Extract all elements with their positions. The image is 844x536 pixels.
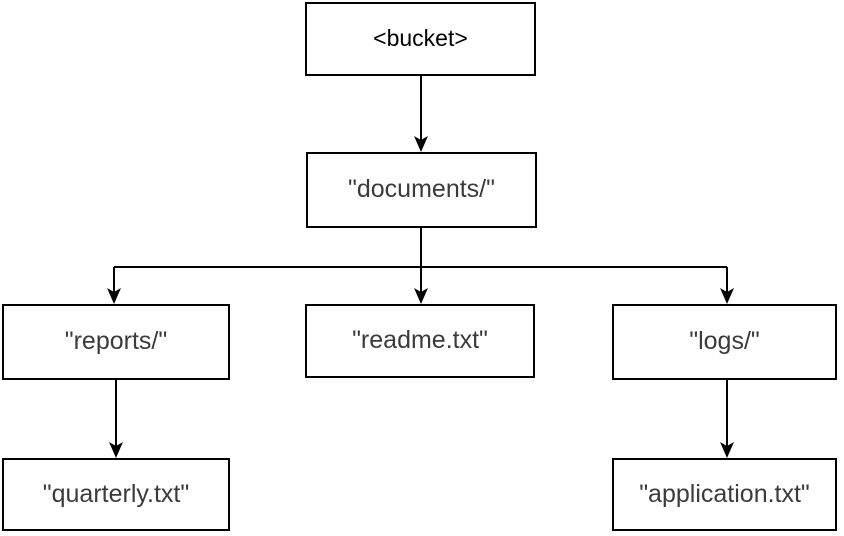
node-reports: "reports/"	[2, 304, 230, 380]
arrowhead-icon	[109, 442, 123, 458]
arrowhead-icon	[414, 288, 428, 304]
node-bucket: <bucket>	[305, 2, 536, 76]
node-logs: "logs/"	[612, 304, 837, 380]
node-documents: "documents/"	[306, 152, 537, 228]
node-bucket-label: <bucket>	[373, 25, 468, 52]
arrowhead-icon	[414, 136, 428, 152]
node-application-label: "application.txt"	[639, 479, 810, 508]
node-readme: "readme.txt"	[305, 304, 535, 378]
arrowhead-icon	[720, 288, 734, 304]
node-application: "application.txt"	[612, 458, 837, 531]
node-logs-label: "logs/"	[689, 327, 760, 356]
arrowhead-icon	[107, 288, 121, 304]
arrowhead-icon	[720, 442, 734, 458]
node-documents-label: "documents/"	[348, 175, 495, 204]
node-quarterly: "quarterly.txt"	[2, 458, 230, 531]
edge-documents-bar	[114, 228, 727, 268]
node-readme-label: "readme.txt"	[352, 326, 488, 355]
node-quarterly-label: "quarterly.txt"	[42, 479, 190, 508]
node-reports-label: "reports/"	[64, 327, 168, 356]
